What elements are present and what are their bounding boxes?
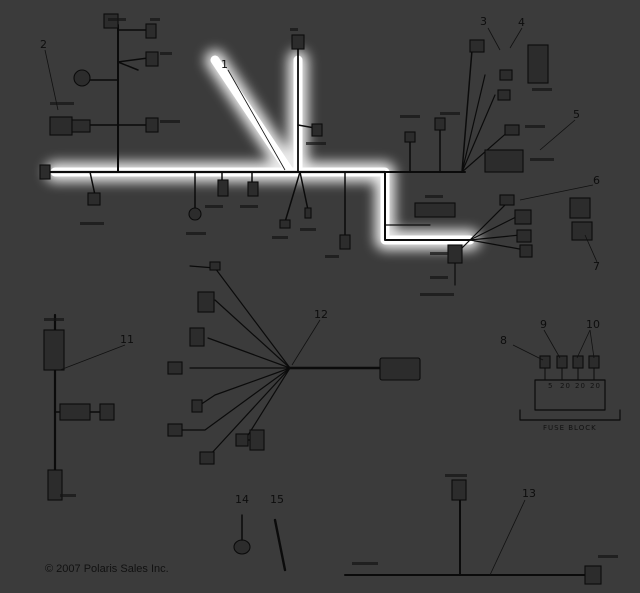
copyright-text: © 2007 Polaris Sales Inc. (45, 563, 169, 575)
callout-9: 9 (540, 318, 547, 331)
fuse-number-3: 20 (575, 382, 586, 390)
fuse-number-1: 5 (548, 382, 553, 390)
harness-12 (167, 261, 421, 465)
callout-14: 14 (235, 493, 249, 506)
harness-11 (43, 313, 115, 501)
fuse-block: 5 20 20 20 FUSE BLOCK (519, 355, 621, 432)
component-labels (50, 18, 554, 296)
callout-5: 5 (573, 108, 580, 121)
callout-numbers: 1 2 3 4 5 6 7 8 9 10 11 12 13 14 15 (40, 15, 600, 506)
fuse-number-4: 20 (590, 382, 601, 390)
main-harness-connectors (39, 13, 593, 264)
callout-12: 12 (314, 308, 328, 321)
callout-2: 2 (40, 38, 47, 51)
callout-15: 15 (270, 493, 284, 506)
callout-10: 10 (586, 318, 600, 331)
fuse-block-label: FUSE BLOCK (543, 424, 597, 432)
headlight-harness-13 (344, 474, 618, 585)
callout-leaders (44, 27, 598, 576)
callout-8: 8 (500, 334, 507, 347)
callout-7: 7 (593, 260, 600, 273)
fuse-number-2: 20 (560, 382, 571, 390)
callout-4: 4 (518, 16, 525, 29)
items-14-15 (233, 514, 287, 572)
callout-13: 13 (522, 487, 536, 500)
callout-1: 1 (221, 58, 228, 71)
callout-6: 6 (593, 174, 600, 187)
callout-11: 11 (120, 333, 134, 346)
callout-3: 3 (480, 15, 487, 28)
